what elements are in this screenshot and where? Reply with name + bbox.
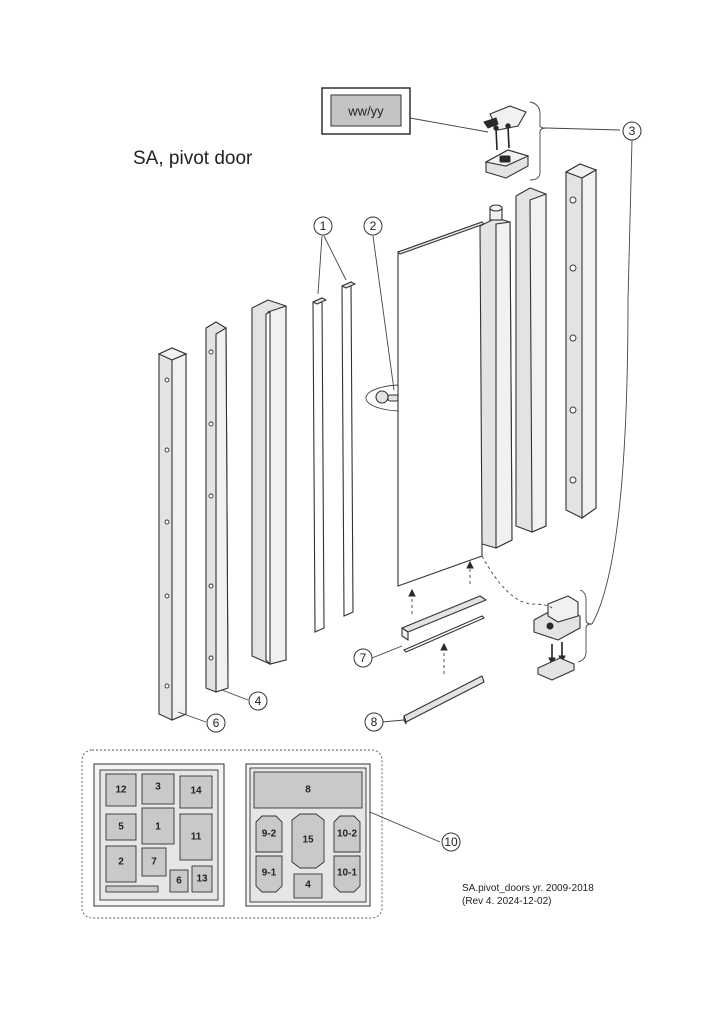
fitting-pack-right: 8 9-2 15 10-2 9-1 4 10-1 [245,763,371,907]
pack-slot-11: 11 [179,813,213,861]
date-label-text: ww/yy [347,104,384,119]
hinge-bottom-leader [591,139,633,625]
callout-1: 1 [313,216,333,236]
pack-slot-13: 13 [191,865,213,893]
hinge-dash-guide [481,555,553,609]
wall-profile-part-4 [205,321,229,693]
svg-text:3: 3 [155,782,161,793]
callout-8: 8 [364,712,384,732]
pack-slot-2: 2 [105,845,137,883]
callout-2: 2 [363,216,383,236]
svg-text:1: 1 [320,219,327,233]
wall-profile-part-6 [157,347,188,721]
handle-profile [515,187,547,533]
pack-slot-10-2: 10-2 [333,815,361,853]
svg-text:4: 4 [255,694,262,708]
diagram-title: SA, pivot door [133,148,253,169]
callout-4: 4 [248,691,268,711]
svg-text:15: 15 [302,835,314,846]
top-hinge-part-3 [483,105,530,179]
svg-text:14: 14 [190,786,202,797]
svg-text:5: 5 [118,822,124,833]
threshold-strip-part-8 [403,675,485,725]
pack-slot-9-2: 9-2 [255,815,283,853]
svg-text:8: 8 [371,715,378,729]
pack-slot-8: 8 [253,771,363,809]
pack-slot-3: 3 [141,773,175,805]
svg-text:10-2: 10-2 [337,829,357,840]
footer-model-years: SA.pivot_doors yr. 2009-2018 [462,883,594,894]
callout-7: 7 [353,648,373,668]
leader-8 [381,719,405,723]
pack-slot-14: 14 [179,775,213,809]
svg-text:9-1: 9-1 [262,868,277,879]
svg-text:7: 7 [360,651,367,665]
callout-3: 3 [622,121,642,141]
pack-slot-4: 4 [293,873,323,899]
svg-text:4: 4 [305,880,311,891]
leader-10 [369,811,441,843]
leader-7 [371,645,403,659]
svg-text:8: 8 [305,785,311,796]
svg-text:7: 7 [151,857,157,868]
fitting-pack-outline [81,749,383,919]
fitting-pack-left: 12 3 14 5 1 11 2 7 [93,763,225,907]
channel-profile [251,299,287,666]
hinge-top-bracket [529,101,547,181]
svg-text:2: 2 [118,857,124,868]
leader-4 [221,689,249,701]
svg-text:9-2: 9-2 [262,829,277,840]
leader-1b [323,235,347,281]
door-pivot-profile [479,204,513,549]
svg-text:13: 13 [196,874,208,885]
bottom-seal-part-7 [401,595,487,653]
leader-6 [177,711,207,723]
pack-slot-1: 1 [141,807,175,845]
pack-slot-15: 15 [291,813,325,869]
seal-arrow-right [466,560,474,569]
svg-text:1: 1 [155,822,161,833]
seal-arrow-left [408,588,416,597]
svg-text:11: 11 [191,832,202,843]
footer-revision: (Rev 4. 2024-12-02) [462,896,552,907]
pack-slot-5: 5 [105,813,137,841]
right-wall-profile [564,163,598,520]
svg-text:10-1: 10-1 [337,868,357,879]
pack-slot-7: 7 [141,847,167,877]
callout-10: 10 [441,832,461,852]
door-glass-panel [397,221,485,587]
svg-text:6: 6 [176,876,182,887]
bottom-hinge-part-3 [533,595,581,681]
leader-1a [317,235,323,295]
hinge-top-leader [545,127,621,131]
svg-text:10: 10 [444,835,458,849]
seal-arrow-lower [440,642,448,651]
svg-text:3: 3 [629,124,636,138]
callout-6: 6 [206,713,226,733]
seal-strips-part-1 [312,281,356,633]
date-label-leader [409,117,489,133]
svg-text:12: 12 [115,785,127,796]
pack-slot-6: 6 [169,869,189,893]
leader-2 [372,235,395,391]
svg-text:2: 2 [370,219,377,233]
pack-slot-9-1: 9-1 [255,855,283,893]
date-label-box: ww/yy [321,87,411,135]
svg-text:6: 6 [213,716,220,730]
pack-slot-12: 12 [105,773,137,807]
pack-slot-10-1: 10-1 [333,855,361,893]
